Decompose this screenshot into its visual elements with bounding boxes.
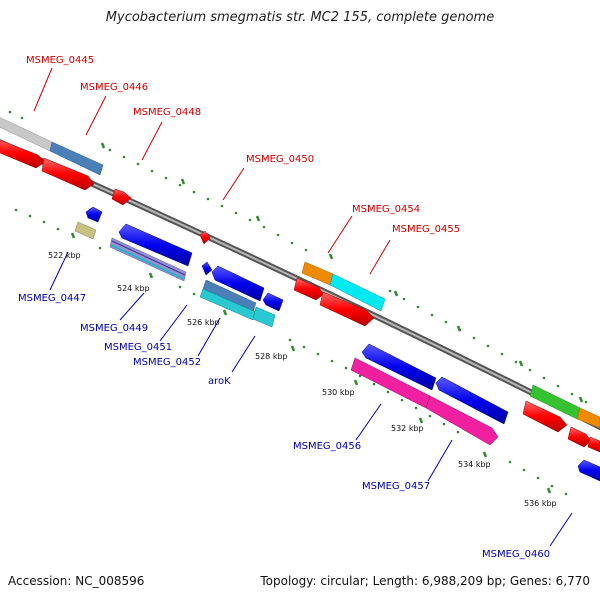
gene-arrow-0452-small[interactable]	[262, 292, 284, 312]
leader-lines-reverse	[49, 251, 573, 547]
gene-arrow-0450[interactable]	[199, 230, 211, 245]
tick-track-upper	[8, 110, 588, 404]
genome-summary-label: Topology: circular; Length: 6,988,209 bp…	[260, 574, 590, 588]
gene-label-msmeg-0456[interactable]: MSMEG_0456	[293, 441, 361, 452]
gene-arrow-0447[interactable]	[85, 206, 103, 223]
tick-marks-upper	[100, 142, 584, 403]
gene-label-msmeg-0446[interactable]: MSMEG_0446	[80, 82, 148, 93]
tick-marks-lower	[70, 232, 552, 494]
gene-arrow-0455[interactable]	[319, 291, 375, 327]
gene-label-msmeg-0452[interactable]: MSMEG_0452	[133, 357, 201, 368]
tick-label-534-kbp: 534 kbp	[458, 460, 491, 469]
gene-label-msmeg-0451[interactable]: MSMEG_0451	[104, 342, 172, 353]
leader-lines-forward	[33, 67, 391, 275]
gene-arrow-0456[interactable]	[361, 343, 437, 391]
gene-label-msmeg-0454[interactable]: MSMEG_0454	[352, 204, 420, 215]
gene-feature-0446-steelblue[interactable]	[49, 141, 104, 176]
tick-label-522-kbp: 522 kbp	[48, 251, 81, 260]
gene-label-msmeg-0449[interactable]: MSMEG_0449	[80, 323, 148, 334]
gene-arrow-0445[interactable]	[0, 138, 46, 169]
map-title: Mycobacterium smegmatis str. MC2 155, co…	[105, 10, 495, 25]
gene-feature-0447-olive[interactable]	[74, 221, 97, 240]
gene-feature-0455-cyan[interactable]	[329, 273, 386, 312]
gene-label-msmeg-0450[interactable]: MSMEG_0450	[246, 154, 314, 165]
tick-track-lower	[14, 208, 568, 496]
gene-arrow-0451[interactable]	[211, 265, 265, 302]
gene-label-arok[interactable]: aroK	[208, 376, 231, 387]
gene-feature-0449-stripes[interactable]	[109, 237, 187, 282]
gene-label-msmeg-0447[interactable]: MSMEG_0447	[18, 293, 86, 304]
gene-feature-arok-cyan[interactable]	[199, 288, 257, 321]
gene-label-msmeg-0445[interactable]: MSMEG_0445	[26, 55, 94, 66]
tick-label-524-kbp: 524 kbp	[117, 284, 150, 293]
gene-arrow-0457[interactable]	[435, 376, 509, 425]
accession-label: Accession: NC_008596	[8, 574, 145, 588]
gene-label-msmeg-0460[interactable]: MSMEG_0460	[482, 549, 550, 560]
tick-label-526-kbp: 526 kbp	[187, 318, 220, 327]
gene-arrow-0460[interactable]	[577, 459, 600, 482]
gene-label-msmeg-0455[interactable]: MSMEG_0455	[392, 224, 460, 235]
gene-label-msmeg-0457[interactable]: MSMEG_0457	[362, 481, 430, 492]
gene-arrow-0448[interactable]	[111, 188, 132, 206]
gene-feature-0457-magenta[interactable]	[425, 395, 499, 446]
gene-label-msmeg-0448[interactable]: MSMEG_0448	[133, 107, 201, 118]
tick-label-528-kbp: 528 kbp	[255, 352, 288, 361]
tick-label-530-kbp: 530 kbp	[322, 388, 355, 397]
gene-arrow-0451-small[interactable]	[201, 261, 213, 276]
gene-arrow-red-right-1[interactable]	[522, 400, 568, 433]
gene-arrow-red-right-2[interactable]	[567, 426, 592, 448]
gene-arrow-0446[interactable]	[41, 157, 95, 191]
gene-arrow-0449[interactable]	[118, 223, 193, 267]
tick-label-532-kbp: 532 kbp	[391, 424, 424, 433]
gene-feature-orange-right[interactable]	[576, 407, 600, 429]
gene-arrow-0454[interactable]	[293, 277, 325, 301]
gene-arrow-red-right-3[interactable]	[587, 436, 600, 453]
gene-feature-arok-cyan-2[interactable]	[252, 306, 276, 328]
tick-label-536-kbp: 536 kbp	[524, 499, 557, 508]
